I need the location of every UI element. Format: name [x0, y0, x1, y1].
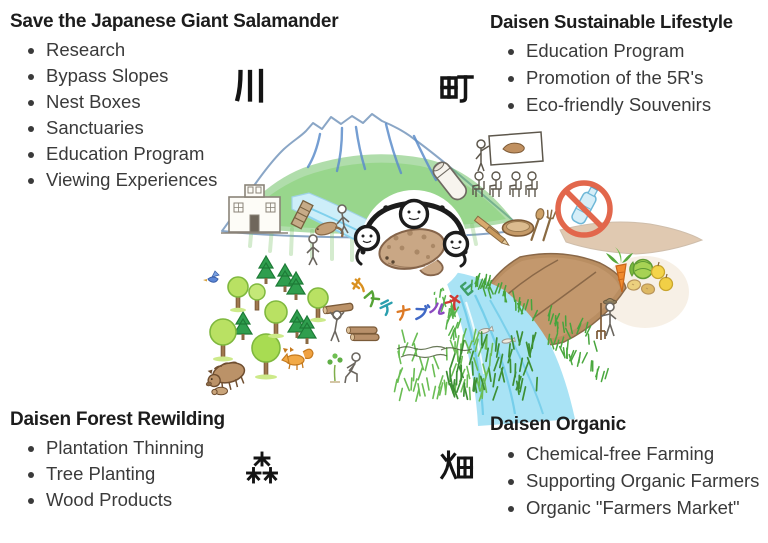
bypass-slope-ladder — [290, 199, 314, 230]
section-title: Save the Japanese Giant Salamander — [10, 11, 339, 32]
broadleaf-tree — [209, 276, 329, 380]
kanji-forest — [246, 451, 278, 484]
fox — [281, 347, 314, 370]
kanji-town — [440, 75, 474, 103]
section-list: Plantation Thinning Tree Planting Wood P… — [10, 435, 402, 513]
prohibition-circle — [555, 180, 613, 238]
kanji-river — [234, 68, 264, 103]
wooden-bowl — [501, 219, 535, 237]
list-item: Education Program — [46, 141, 402, 167]
wild-boar — [205, 361, 246, 391]
prohibition-slash — [563, 188, 605, 230]
person-top — [398, 198, 430, 230]
section-forest: Daisen Forest Rewilding Plantation Thinn… — [10, 408, 402, 513]
section-list: Research Bypass Slopes Nest Boxes Sanctu… — [10, 37, 402, 193]
list-item: Nest Boxes — [46, 89, 402, 115]
list-item: Supporting Organic Farmers — [526, 467, 768, 494]
section-list: Education Program Promotion of the 5R's … — [490, 37, 768, 118]
log-pile — [346, 326, 380, 342]
sapling — [327, 353, 343, 383]
no-plastic-bottle-sign — [555, 180, 613, 238]
pencils — [473, 215, 510, 247]
list-item: Eco-friendly Souvenirs — [526, 91, 768, 118]
students-on-chairs — [472, 171, 538, 197]
section-title: Daisen Sustainable Lifestyle — [490, 11, 733, 32]
forest-trees — [209, 254, 329, 380]
carrot — [606, 247, 633, 293]
wooden-cutlery — [530, 208, 557, 242]
vegetables — [606, 247, 674, 295]
list-item: Viewing Experiences — [46, 167, 402, 193]
grass-river-bank-right — [470, 272, 598, 352]
section-title: Daisen Forest Rewilding — [10, 409, 225, 430]
pitchfork — [596, 303, 606, 340]
list-item: Bypass Slopes — [46, 63, 402, 89]
salamander-sketch — [502, 142, 525, 154]
list-item: Research — [46, 37, 402, 63]
grass-scribbles — [396, 345, 473, 359]
list-item: Chemical-free Farming — [526, 440, 768, 467]
classroom-scene — [472, 131, 544, 197]
school-building — [221, 184, 288, 234]
emblem-circle-of-people — [351, 190, 474, 321]
list-item: Sanctuaries — [46, 115, 402, 141]
log-carrier — [322, 302, 354, 343]
list-item: Tree Planting — [46, 461, 402, 487]
list-item: Organic "Farmers Market" — [526, 494, 768, 521]
kanji-field — [439, 450, 474, 480]
farmer — [596, 298, 617, 340]
blue-bird — [203, 270, 220, 283]
salamander-spots — [387, 230, 436, 259]
list-item: Education Program — [526, 37, 768, 64]
reusable-bottle — [432, 161, 468, 201]
conifer-tree — [232, 254, 318, 344]
person-left — [353, 224, 381, 252]
section-list: Chemical-free Farming Supporting Organic… — [490, 440, 768, 521]
grass-river-bank-bottom — [547, 332, 609, 383]
section-lifestyle: Daisen Sustainable Lifestyle Education P… — [490, 10, 768, 118]
emblem-arc-text — [351, 277, 474, 321]
grass-meadow — [393, 328, 494, 402]
tree-planter — [344, 352, 361, 384]
wild-boar-piglet — [211, 386, 228, 396]
section-salamander: Save the Japanese Giant Salamander Resea… — [10, 10, 402, 193]
list-item: Promotion of the 5R's — [526, 64, 768, 91]
section-organic: Daisen Organic Chemical-free Farming Sup… — [490, 413, 768, 521]
list-item: Plantation Thinning — [46, 435, 402, 461]
grass-dense — [445, 330, 539, 401]
section-title: Daisen Organic — [490, 414, 626, 435]
list-item: Wood Products — [46, 487, 402, 513]
river-observers — [306, 204, 350, 266]
mountain-crevasses — [306, 122, 438, 182]
person-right — [442, 230, 470, 258]
teacher — [475, 139, 490, 172]
giant-salamander — [378, 228, 446, 277]
apples — [650, 261, 674, 292]
potatoes — [626, 279, 656, 295]
